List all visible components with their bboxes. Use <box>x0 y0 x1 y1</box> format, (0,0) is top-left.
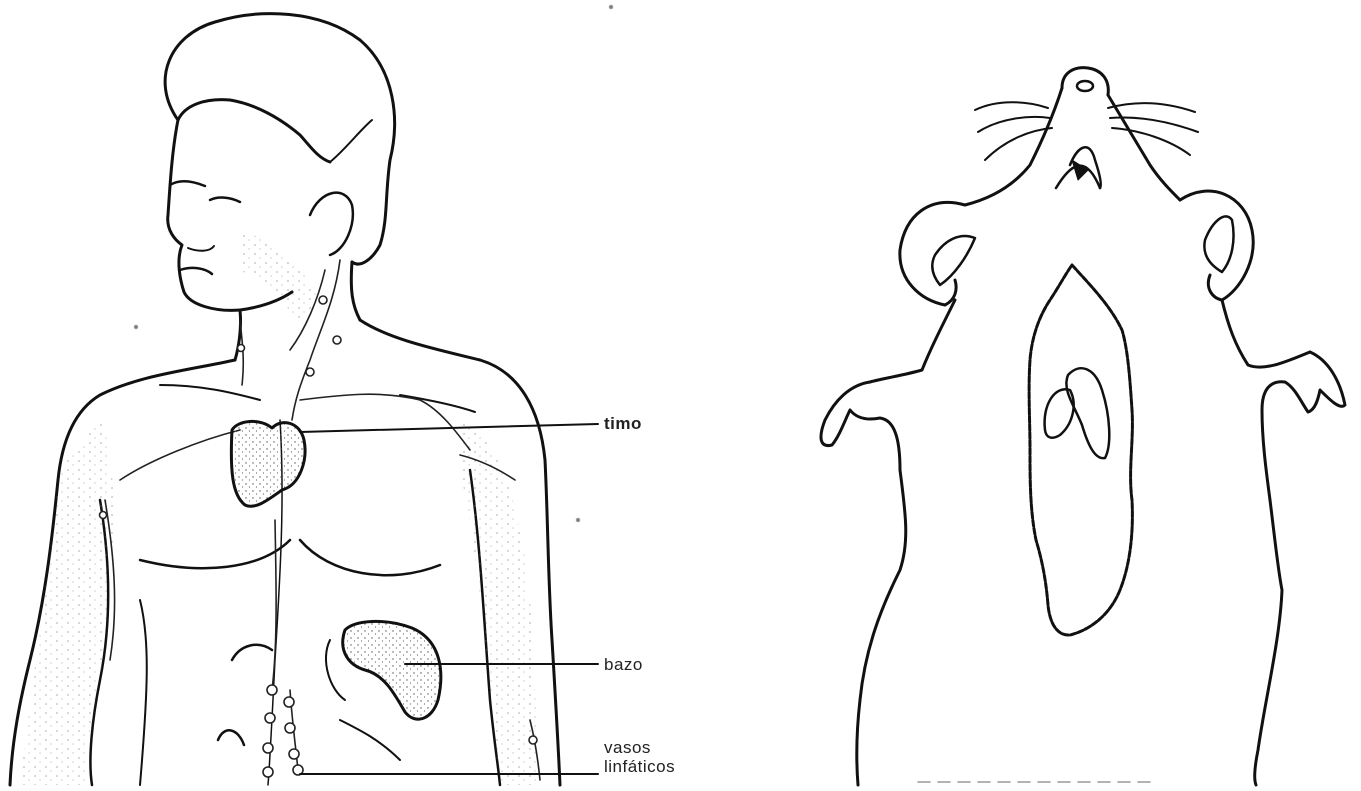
mouse-body-left <box>857 470 906 785</box>
leader-line-timo <box>300 424 598 432</box>
mouse-body-right <box>1255 500 1282 785</box>
label-timo: timo <box>604 414 642 434</box>
spleen-organ <box>343 621 441 719</box>
label-vasos-linfaticos: vasos linfáticos <box>604 738 675 776</box>
mouse-left-ear <box>900 202 965 305</box>
thymus-organ <box>231 421 305 506</box>
human-hair <box>165 14 394 264</box>
human-shading <box>20 230 540 785</box>
label-vasos-line2: linfáticos <box>604 757 675 776</box>
mouse-left-forelimb <box>821 382 900 470</box>
mouse-right-forelimb <box>1262 352 1345 500</box>
lymph-nodes <box>100 296 538 777</box>
label-bazo: bazo <box>604 655 643 675</box>
label-vasos-line1: vasos <box>604 738 675 757</box>
mouse-thoracic-outline <box>1029 265 1132 635</box>
mouse-right-ear <box>1180 191 1253 300</box>
human-ear <box>310 193 353 255</box>
